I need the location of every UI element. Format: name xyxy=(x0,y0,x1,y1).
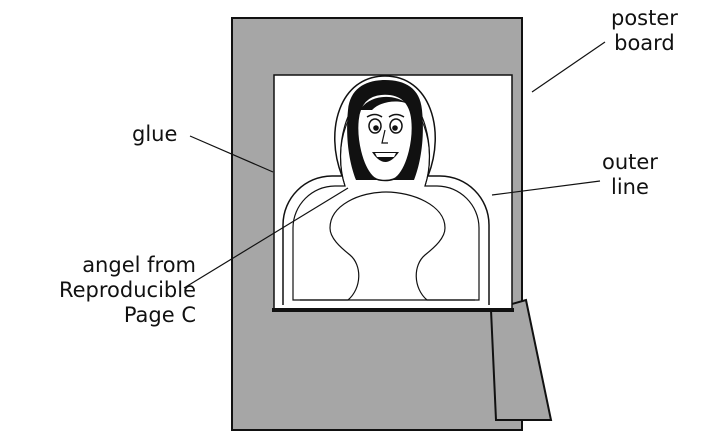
angel-label-line2: Reproducible xyxy=(58,278,196,303)
outer-line-label-line2: line xyxy=(611,175,649,200)
glue-leader xyxy=(189,135,274,173)
outer-line-leader xyxy=(491,180,601,196)
angel-label: angel from Reproducible Page C xyxy=(16,253,196,329)
angel-label-line3: Page C xyxy=(123,303,196,328)
glue-label-text: glue xyxy=(132,122,178,146)
poster-board-leader xyxy=(531,41,606,93)
angel-wings xyxy=(300,191,475,301)
angel-leader xyxy=(183,187,349,289)
poster-board-label-line1: poster xyxy=(611,6,678,30)
angel-face xyxy=(347,80,423,182)
poster-board-label-line2: board xyxy=(614,31,675,56)
glue-label: glue xyxy=(132,122,177,147)
angel-label-line1: angel from xyxy=(82,253,196,277)
outer-line-label-line1: outer xyxy=(602,150,658,174)
cut-strip xyxy=(489,298,553,421)
poster-board-label: poster board xyxy=(611,6,678,56)
outer-line-label: outer line xyxy=(602,150,658,200)
angel-outer-line xyxy=(282,75,490,305)
